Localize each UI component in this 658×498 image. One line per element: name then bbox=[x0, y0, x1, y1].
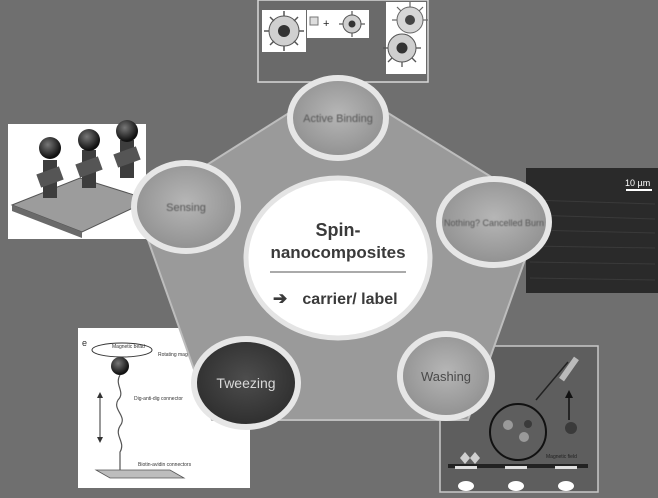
node-washing-label: Washing bbox=[421, 369, 471, 384]
scale-bar-label: 10 µm bbox=[625, 178, 650, 188]
bead-dark bbox=[565, 422, 577, 434]
label-biotin: Biotin-avidin connectors bbox=[138, 462, 192, 468]
panel-left-sensor bbox=[8, 120, 150, 239]
center-subtitle: carrier/ label bbox=[302, 291, 397, 308]
panel-top-nanoparticles: + bbox=[258, 0, 428, 82]
label-rotating: Rotating mag bbox=[158, 352, 188, 358]
label-field: Magnetic field bbox=[546, 454, 577, 460]
label-magnetic-bead: Magnetic bead bbox=[112, 344, 145, 350]
strip-segment-3 bbox=[555, 466, 577, 469]
node-tweezing-label: Tweezing bbox=[216, 375, 275, 391]
strip-segment-1 bbox=[455, 466, 477, 469]
strip-segment-2 bbox=[505, 466, 527, 469]
eq-icon: e bbox=[82, 338, 87, 348]
bead-3 bbox=[524, 420, 532, 428]
arrow-right-icon: ➔ bbox=[273, 289, 287, 308]
bead-2 bbox=[519, 432, 529, 442]
node-tweezing: Tweezing bbox=[194, 339, 298, 427]
plus-icon: + bbox=[323, 18, 329, 30]
label-dig: Dig-anti-dig connector bbox=[134, 396, 183, 402]
well-2 bbox=[508, 481, 524, 491]
particle-icon bbox=[264, 11, 304, 51]
bead-1 bbox=[503, 420, 513, 430]
tweezer-substrate bbox=[96, 470, 184, 478]
node-top: Active Binding bbox=[290, 78, 386, 158]
magnetic-bead-icon bbox=[111, 357, 129, 375]
well-3 bbox=[558, 481, 574, 491]
center-title-line1: Spin- bbox=[316, 220, 361, 240]
node-right-label: Nothing? Cancelled Burn bbox=[444, 218, 544, 228]
node-left: Sensing bbox=[134, 163, 238, 251]
well-1 bbox=[458, 481, 474, 491]
square-icon bbox=[310, 17, 318, 25]
center-node: Spin- nanocomposites ➔ carrier/ label bbox=[246, 178, 430, 338]
node-top-label: Active Binding bbox=[303, 113, 373, 125]
center-title-line2: nanocomposites bbox=[270, 243, 405, 262]
node-right: Nothing? Cancelled Burn bbox=[439, 179, 549, 265]
node-left-label: Sensing bbox=[166, 202, 206, 214]
node-washing: Washing bbox=[400, 334, 492, 418]
